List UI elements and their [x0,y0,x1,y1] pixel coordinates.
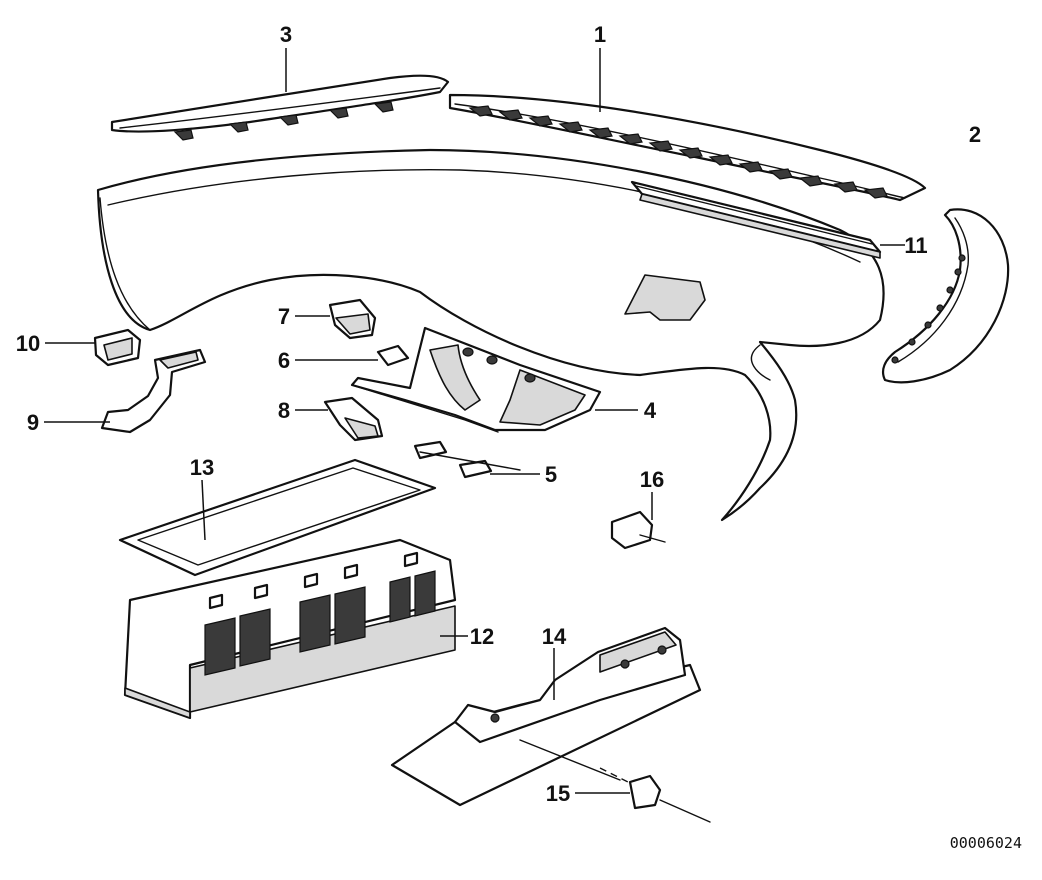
callout-14: 14 [542,624,567,649]
callout-3: 3 [280,22,292,47]
screw-15 [599,767,711,823]
callout-9: 9 [27,410,39,435]
frame-13 [118,458,437,577]
callout-5: 5 [545,462,557,487]
cover-8 [323,396,384,442]
callout-7: 7 [278,304,290,329]
callout-15: 15 [546,781,570,806]
overhead-console [350,326,602,433]
upper-trim-strip [448,93,927,202]
callout-2: 2 [969,122,981,147]
clip-7 [328,298,377,340]
switch-10 [93,328,142,367]
callout-8: 8 [278,398,290,423]
bracket-9 [100,348,207,434]
callout-11: 11 [904,233,927,258]
leader-lines [44,48,905,794]
callout-1: 1 [594,22,606,47]
callout-13: 13 [190,455,214,480]
catalog-number: 00006024 [950,834,1022,852]
rail-strip [630,180,882,259]
callout-12: 12 [470,624,494,649]
callout-6: 6 [278,348,290,373]
small-clip-6 [376,344,410,367]
mounting-plate-14 [390,626,702,807]
headliner-panel [96,148,885,522]
front-trim-strip [110,74,450,141]
callout-16: 16 [640,467,664,492]
clips-5 [413,440,521,479]
callout-4: 4 [644,398,657,423]
lamp-16 [610,510,666,550]
side-trim-panel [881,208,1010,384]
callout-10: 10 [16,331,40,356]
console-housing-12 [123,538,457,720]
callout-labels: 1 2 3 4 5 6 7 8 9 10 11 12 13 14 15 16 [16,22,981,806]
